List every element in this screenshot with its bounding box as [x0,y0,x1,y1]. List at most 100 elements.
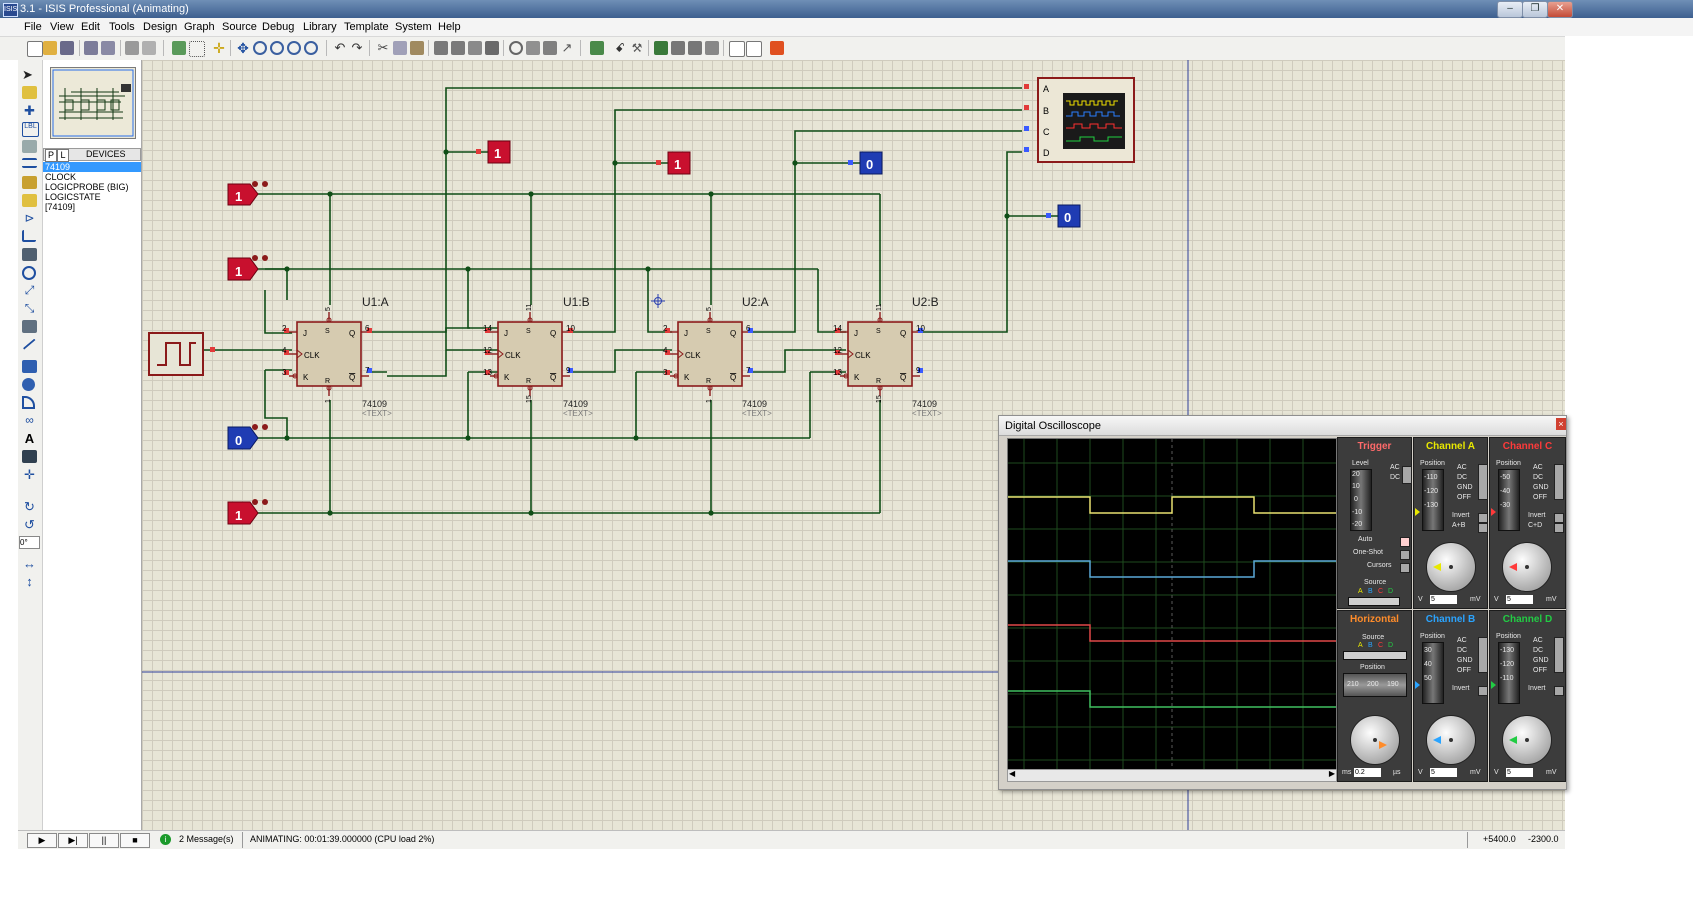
channel-c-option-toggle[interactable] [1554,523,1564,533]
pick-devices-tab[interactable]: P [45,149,57,162]
channel-b-volts-knob[interactable] [1426,715,1476,765]
circle-icon[interactable] [22,378,35,391]
menu-file[interactable]: File [24,21,42,33]
paste-icon[interactable] [410,41,424,55]
channel-d-volts-value[interactable]: 5 [1506,768,1533,777]
refresh-icon[interactable] [172,41,186,55]
property-tool-icon[interactable]: ⚒ [631,41,643,55]
channel-c-volts-knob[interactable] [1502,542,1552,592]
copy-icon[interactable] [393,41,407,55]
export-icon[interactable] [101,41,115,55]
pan-icon[interactable]: ✥ [237,40,249,56]
horizontal-source-b[interactable]: B [1368,642,1373,649]
zoom-in-icon[interactable] [253,41,267,55]
origin-icon[interactable]: ✛ [213,40,225,56]
menu-design[interactable]: Design [143,21,178,33]
trigger-source-c[interactable]: C [1378,588,1384,595]
open-file-icon[interactable] [43,41,57,55]
zoom-all-icon[interactable] [287,41,301,55]
message-count[interactable]: 2 Message(s) [179,834,234,844]
horizontal-source-c[interactable]: C [1378,642,1384,649]
rotate-cw-icon[interactable]: ↻ [24,499,35,514]
wire-autorouter-icon[interactable] [590,41,604,55]
trigger-source-slider[interactable] [1348,597,1400,606]
horizontal-timebase-value[interactable]: 0.2 [1354,768,1381,777]
step-button[interactable]: ▶| [58,833,88,848]
graph-mode-icon[interactable] [22,230,36,242]
channel-c-position-slider[interactable] [1498,469,1520,531]
channel-d-option-toggle[interactable] [1554,686,1564,696]
menu-edit[interactable]: Edit [81,21,100,33]
bill-of-materials-icon[interactable] [705,41,719,55]
trigger-source-d[interactable]: D [1388,588,1394,595]
channel-d-coupling-switch[interactable] [1554,637,1564,673]
packaging-tool-icon[interactable] [543,41,557,55]
trigger-cursors-button[interactable] [1400,563,1410,573]
symbol-icon[interactable] [22,450,37,463]
search-tag-icon[interactable]: ꗃ [615,41,625,55]
terminals-icon[interactable] [22,194,37,207]
rotate-ccw-icon[interactable]: ↺ [24,517,35,532]
oscilloscope-close-icon[interactable]: × [1556,418,1566,430]
channel-d-position-slider[interactable] [1498,642,1520,704]
menu-graph[interactable]: Graph [184,21,215,33]
channel-a-position-slider[interactable] [1422,469,1444,531]
bus-icon[interactable] [22,158,37,168]
channel-a-volts-value[interactable]: 5 [1430,595,1457,604]
channel-d-volts-knob[interactable] [1502,715,1552,765]
scroll-right-icon[interactable]: ▶ [1328,769,1335,778]
arc-icon[interactable] [22,396,35,409]
grid-icon[interactable] [189,41,205,57]
tape-recorder-icon[interactable] [22,248,37,261]
menu-help[interactable]: Help [438,21,461,33]
horizontal-source-a[interactable]: A [1358,642,1363,649]
oscilloscope-scrollbar[interactable]: ◀ ▶ [1007,769,1337,782]
channel-c-option-toggle[interactable] [1554,513,1564,523]
menu-view[interactable]: View [50,21,74,33]
horizontal-timebase-knob[interactable] [1350,715,1400,765]
mirror-horizontal-icon[interactable]: ↔ [23,556,36,571]
channel-b-position-slider[interactable] [1422,642,1444,704]
trigger-oneshot-button[interactable] [1400,550,1410,560]
remove-sheet-icon[interactable] [671,41,685,55]
netlist-icon[interactable] [729,41,745,57]
pause-button[interactable]: || [89,833,119,848]
menu-template[interactable]: Template [344,21,389,33]
channel-c-volts-value[interactable]: 5 [1506,595,1533,604]
menu-source[interactable]: Source [222,21,257,33]
trigger-source-b[interactable]: B [1368,588,1373,595]
digital-oscilloscope-window[interactable]: Digital Oscilloscope × ◀ ▶ Trigger Level… [998,415,1567,790]
netlist-to-ares-icon[interactable] [770,41,784,55]
minimize-button[interactable]: – [1497,1,1523,18]
maximize-button[interactable]: ❐ [1522,1,1548,18]
redo-icon[interactable]: ↷ [351,40,363,55]
menu-debug[interactable]: Debug [262,21,295,33]
menu-tools[interactable]: Tools [109,21,135,33]
scroll-left-icon[interactable]: ◀ [1009,769,1016,778]
channel-b-volts-value[interactable]: 5 [1430,768,1457,777]
block-delete-icon[interactable] [485,41,499,55]
horizontal-position-wheel[interactable]: 210 200 190 [1343,673,1407,697]
junction-dot-icon[interactable]: ✚ [24,103,35,118]
text-icon[interactable]: A [24,431,35,446]
trigger-coupling-switch[interactable] [1402,466,1412,484]
channel-b-option-toggle[interactable] [1478,686,1488,696]
device-pins-icon[interactable]: ⊳ [24,211,35,225]
horizontal-source-d[interactable]: D [1388,642,1394,649]
virtual-instruments-icon[interactable] [22,320,37,333]
decompose-icon[interactable]: ↗ [561,40,573,55]
trigger-auto-button[interactable] [1400,537,1410,547]
channel-a-coupling-switch[interactable] [1478,464,1488,500]
electrical-rule-check-icon[interactable] [746,41,762,57]
current-probe-icon[interactable]: ⤡ [24,301,35,315]
device-item-clock[interactable]: CLOCK [45,172,77,182]
menu-system[interactable]: System [395,21,432,33]
generator-icon[interactable] [22,266,36,280]
exit-to-parent-icon[interactable] [688,41,702,55]
mirror-vertical-icon[interactable]: ↕ [26,574,33,589]
device-item-74109[interactable]: 74109 [43,162,141,172]
stop-button[interactable]: ■ [120,833,150,848]
block-rotate-icon[interactable] [468,41,482,55]
play-button[interactable]: ▶ [27,833,57,848]
new-sheet-icon[interactable] [654,41,668,55]
